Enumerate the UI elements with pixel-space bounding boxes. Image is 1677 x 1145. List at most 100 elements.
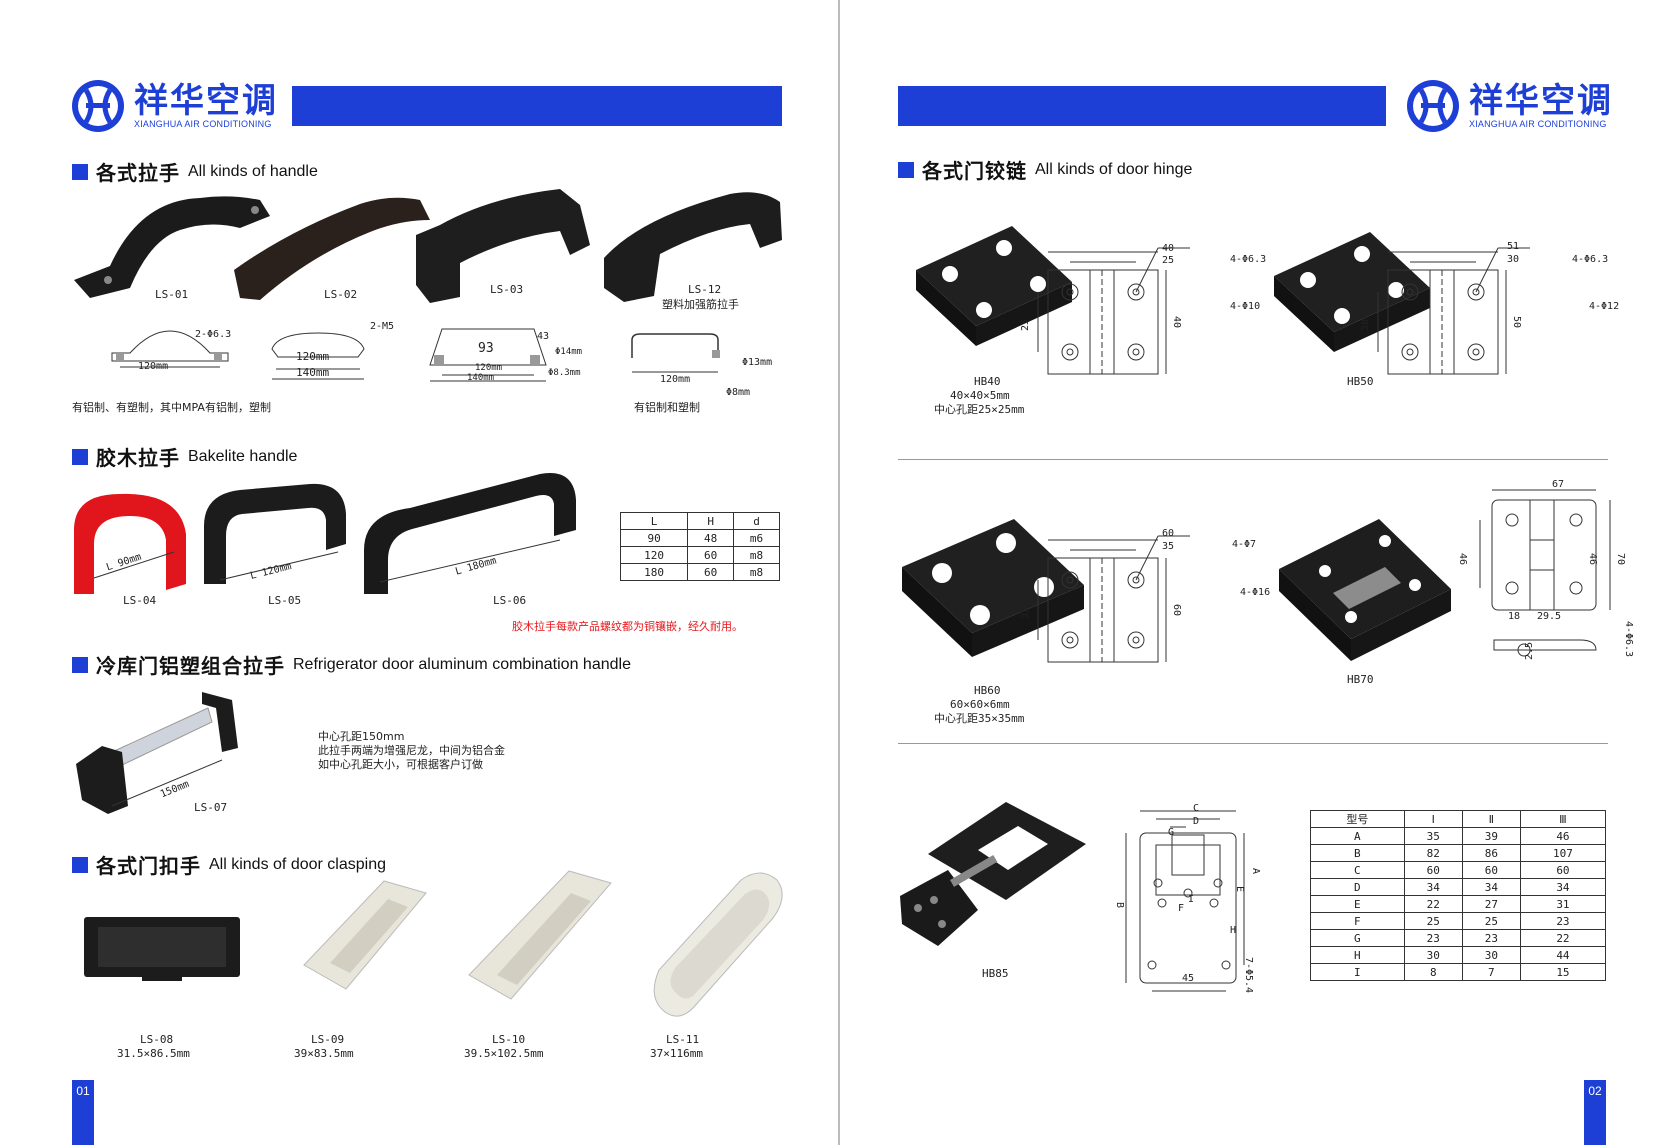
ls-12-length-dim: 120mm: [660, 374, 691, 385]
table-cell: 60: [687, 563, 735, 581]
ls-07-label: LS-07: [194, 801, 228, 814]
table-cell: 60: [1403, 861, 1463, 879]
ls-01-length-dim: 120mm: [138, 361, 169, 372]
bullet-square-icon: [898, 161, 914, 178]
table-cell: A: [1310, 827, 1405, 845]
hb85-hole-dim: 7-Φ5.4: [1243, 956, 1255, 994]
table-cell: 30: [1461, 946, 1521, 964]
ls-03-hole1-dim: Φ14mm: [555, 347, 583, 357]
section-refrigerator-heading: 冷库门铝塑组合拉手 Refrigerator door aluminum com…: [72, 650, 631, 679]
table-cell: m8: [733, 546, 780, 564]
table-cell: 60: [687, 546, 735, 564]
table-cell: 22: [1403, 895, 1463, 913]
table-cell: 30: [1403, 946, 1463, 964]
section-title-en: All kinds of door hinge: [1035, 160, 1193, 178]
ls-10-size: 39.5×102.5mm: [464, 1047, 544, 1060]
table-cell: 86: [1461, 844, 1521, 862]
ls-11-image: [653, 872, 783, 1017]
table-cell: 25: [1461, 912, 1521, 930]
table-header: H: [687, 512, 735, 530]
ls-02-inner-dim: 120mm: [296, 350, 330, 363]
hb40-label: HB40: [974, 375, 1001, 388]
table-cell: H: [1310, 946, 1405, 964]
hb70-drawing: [1479, 489, 1611, 657]
table-cell: 7: [1461, 963, 1521, 981]
table-cell: m6: [733, 529, 780, 547]
table-cell: 60: [1519, 861, 1607, 879]
hb85-b-dim: B: [1114, 901, 1126, 909]
table-cell: 23: [1519, 912, 1607, 930]
table-cell: 60: [1461, 861, 1521, 879]
ls-01-drawing: [111, 330, 229, 368]
table-cell: 34: [1403, 878, 1463, 896]
brand-name-en: XIANGHUA AIR CONDITIONING: [134, 119, 272, 129]
brand-name-cn: 祥华空调: [1469, 81, 1613, 121]
ls-03-label: LS-03: [490, 283, 524, 296]
section-title-cn: 各式门铰链: [922, 159, 1027, 183]
brand-name-en: XIANGHUA AIR CONDITIONING: [1469, 119, 1607, 129]
section-title-cn: 胶木拉手: [96, 446, 180, 470]
hb60-size: 60×60×6mm: [950, 698, 1010, 711]
ls-09-label: LS-09: [311, 1033, 345, 1046]
section-title-en: Bakelite handle: [188, 447, 298, 465]
right-page: 祥华空调 XIANGHUA AIR CONDITIONING 各式门铰链 All…: [840, 0, 1677, 1145]
hb60-center-dim: 35: [1162, 541, 1175, 552]
ls-12-desc: 塑料加强筋拉手: [662, 298, 739, 311]
hb85-h-dim: H: [1230, 925, 1237, 936]
hb70-width-dim: 67: [1552, 479, 1565, 490]
ls-08-size: 31.5×86.5mm: [117, 1047, 190, 1060]
brand-name-cn: 祥华空调: [134, 81, 278, 121]
ls-04-label: LS-04: [123, 594, 157, 607]
page-spine: [838, 0, 840, 1145]
table-header: Ⅱ: [1461, 810, 1521, 828]
logo-icon: [1407, 80, 1459, 132]
table-cell: 34: [1519, 878, 1607, 896]
ls-01-label: LS-01: [155, 288, 189, 301]
table-cell: 8: [1403, 963, 1463, 981]
table-cell: 180: [619, 563, 689, 581]
ls-03-image: [416, 189, 590, 303]
hb60-pitch: 中心孔距35×35mm: [934, 712, 1025, 725]
hb60-width-dim: 60: [1162, 528, 1175, 539]
hb40-center-dim: 25: [1162, 255, 1175, 266]
ls-03-outer-dim: 140mm: [467, 373, 495, 383]
table-cell: 107: [1519, 844, 1607, 862]
ls-04-image: [74, 493, 186, 594]
table-cell: F: [1310, 912, 1405, 930]
hb85-d-dim: D: [1193, 816, 1200, 827]
hb70-inner-height-dim: 46: [1587, 552, 1599, 566]
hb70-right-height-dim: 70: [1615, 552, 1627, 566]
page-number-right: 02: [1584, 1080, 1606, 1145]
brand-logo: 祥华空调 XIANGHUA AIR CONDITIONING: [1405, 78, 1613, 134]
table-cell: 15: [1519, 963, 1607, 981]
ls-02-image: [234, 197, 430, 300]
table-header: 型号: [1310, 810, 1405, 828]
ls-08-image: [84, 917, 240, 981]
hb50-drawing: [1377, 247, 1530, 375]
hb60-height-dim: 35: [1020, 606, 1032, 620]
section-title-cn: 各式拉手: [96, 161, 180, 185]
ls-11-label: LS-11: [666, 1033, 700, 1046]
table-cell: 25: [1403, 912, 1463, 930]
ls-02-label: LS-02: [324, 288, 358, 301]
hb85-e-dim: E: [1234, 885, 1246, 893]
bakelite-note: 胶木拉手每款产品螺纹都为铜镶嵌，经久耐用。: [512, 620, 743, 633]
hb70-hole-dim: 4-Φ6.3: [1623, 620, 1635, 658]
ls-01-image: [74, 196, 270, 298]
hb60-label: HB60: [974, 684, 1001, 697]
hb50-hole1-dim: 4-Φ6.3: [1572, 254, 1609, 265]
ls-06-label: LS-06: [493, 594, 527, 607]
section-title-en: All kinds of handle: [188, 162, 318, 180]
ls-02-drawing: [271, 332, 365, 380]
hb85-image: [900, 802, 1086, 946]
hb60-drawing: [1037, 535, 1190, 663]
hb70-a-dim: 18: [1508, 611, 1521, 622]
hb60-hole1-dim: 4-Φ7: [1232, 539, 1257, 550]
hb50-height-dim: 30: [1360, 318, 1372, 332]
